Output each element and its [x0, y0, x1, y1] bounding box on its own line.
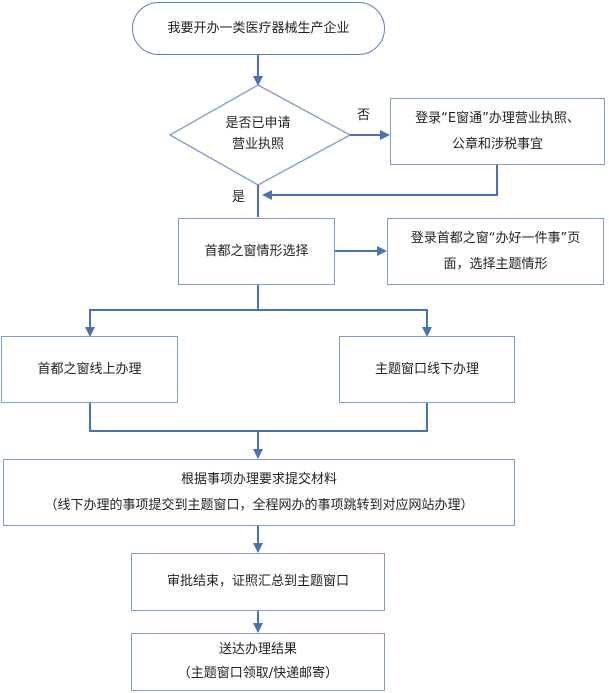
- split-line-right: [258, 309, 432, 337]
- start-text: 我要开办一类医疗器械生产企业: [167, 20, 350, 36]
- start-node: 我要开办一类医疗器械生产企业: [132, 2, 385, 55]
- register-business-node: 登录“E窗通”办理营业执照、 公章和涉税事宜: [390, 98, 605, 165]
- select-note-node: 登录首都之窗“办好一件事”页 面，选择主题情形: [387, 218, 604, 285]
- split-line: [85, 284, 259, 337]
- offline-handling-node: 主题窗口线下办理: [339, 336, 515, 403]
- online-handling-node: 首都之窗线上办理: [1, 336, 178, 403]
- decision-text: 是否已申请 营业执照: [225, 116, 291, 152]
- join-line: [89, 402, 428, 432]
- no-label: 否: [357, 108, 371, 123]
- submit-materials-node: 根据事项办理要求提交材料 （线下办理的事项提交到主题窗口，全程网办的事项跳转到对…: [3, 459, 515, 526]
- approval-node: 审批结束，证照汇总到主题窗口: [131, 553, 385, 611]
- delivery-node: 送达办理结果 （主题窗口领取/快递邮寄）: [131, 633, 385, 691]
- arrow-return-merge: [262, 164, 498, 200]
- select-situation-node: 首都之窗情形选择: [178, 218, 335, 285]
- yes-label: 是: [232, 190, 246, 205]
